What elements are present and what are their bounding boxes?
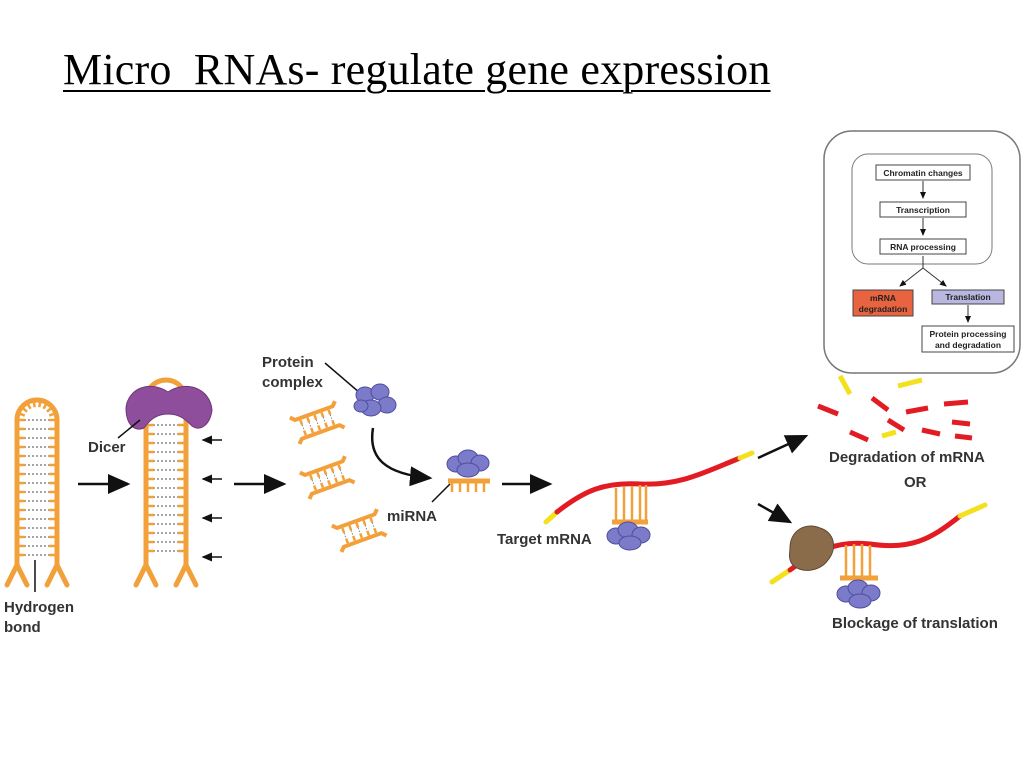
ribosome-blocker xyxy=(789,525,835,571)
rna-fragment-1 xyxy=(289,400,346,445)
inset-chromatin-changes: Chromatin changes xyxy=(883,168,963,178)
hydrogen-bond-label-line1: Hydrogen xyxy=(4,599,74,616)
blockage-label: Blockage of translation xyxy=(832,615,998,632)
or-label: OR xyxy=(904,474,927,491)
target-protein-complex xyxy=(606,521,651,551)
protein-complex xyxy=(353,383,397,417)
rna-fragment-2 xyxy=(299,455,356,500)
inset-protein-processing-line2: and degradation xyxy=(935,340,1001,350)
protein-complex-label-line1: Protein xyxy=(262,354,314,371)
cut-arrows xyxy=(201,435,222,562)
degradation-label: Degradation of mRNA xyxy=(829,449,985,466)
inset-protein-processing-line1: Protein processing xyxy=(930,329,1007,339)
target-mrna-label: Target mRNA xyxy=(497,531,592,548)
hairpin-rna-1 xyxy=(4,397,70,588)
blocked-bound-mirna xyxy=(840,544,878,581)
hairpin-2-rungs xyxy=(149,424,183,552)
dicer-enzyme xyxy=(125,385,213,430)
arrow-complex-binding xyxy=(370,427,433,487)
hairpin-1-ticks xyxy=(18,401,56,557)
arrow-to-degradation xyxy=(757,434,809,460)
blocked-protein-complex xyxy=(836,579,881,609)
target-mrna-bound-mirna xyxy=(612,485,648,525)
dicer-label: Dicer xyxy=(88,439,126,456)
degraded-mrna-fragments xyxy=(817,374,973,443)
protein-complex-pointer xyxy=(324,362,361,394)
arrow-to-blockage xyxy=(757,502,793,524)
inset-rna-processing: RNA processing xyxy=(890,242,956,252)
target-mrna xyxy=(543,450,755,525)
hairpin-1-rungs xyxy=(20,419,54,556)
dicer-pointer xyxy=(117,419,141,439)
inset-mrna-degradation-line1: mRNA xyxy=(870,293,896,303)
inset-translation: Translation xyxy=(945,292,990,302)
inset-transcription: Transcription xyxy=(896,205,950,215)
mirna-pointer xyxy=(431,483,451,503)
inset-mrna-degradation-line2: degradation xyxy=(859,304,908,314)
protein-complex-label-line2: complex xyxy=(262,374,324,391)
mirna-complex xyxy=(446,449,490,492)
rna-fragment-3 xyxy=(331,508,388,553)
hairpin-2-ticks xyxy=(148,423,184,553)
gene-expression-inset: Chromatin changes Transcription RNA proc… xyxy=(823,130,1021,374)
mirna-label: miRNA xyxy=(387,508,437,525)
hydrogen-bond-label-line2: bond xyxy=(4,619,41,636)
page-title: Micro RNAs- regulate gene expression xyxy=(63,45,771,94)
